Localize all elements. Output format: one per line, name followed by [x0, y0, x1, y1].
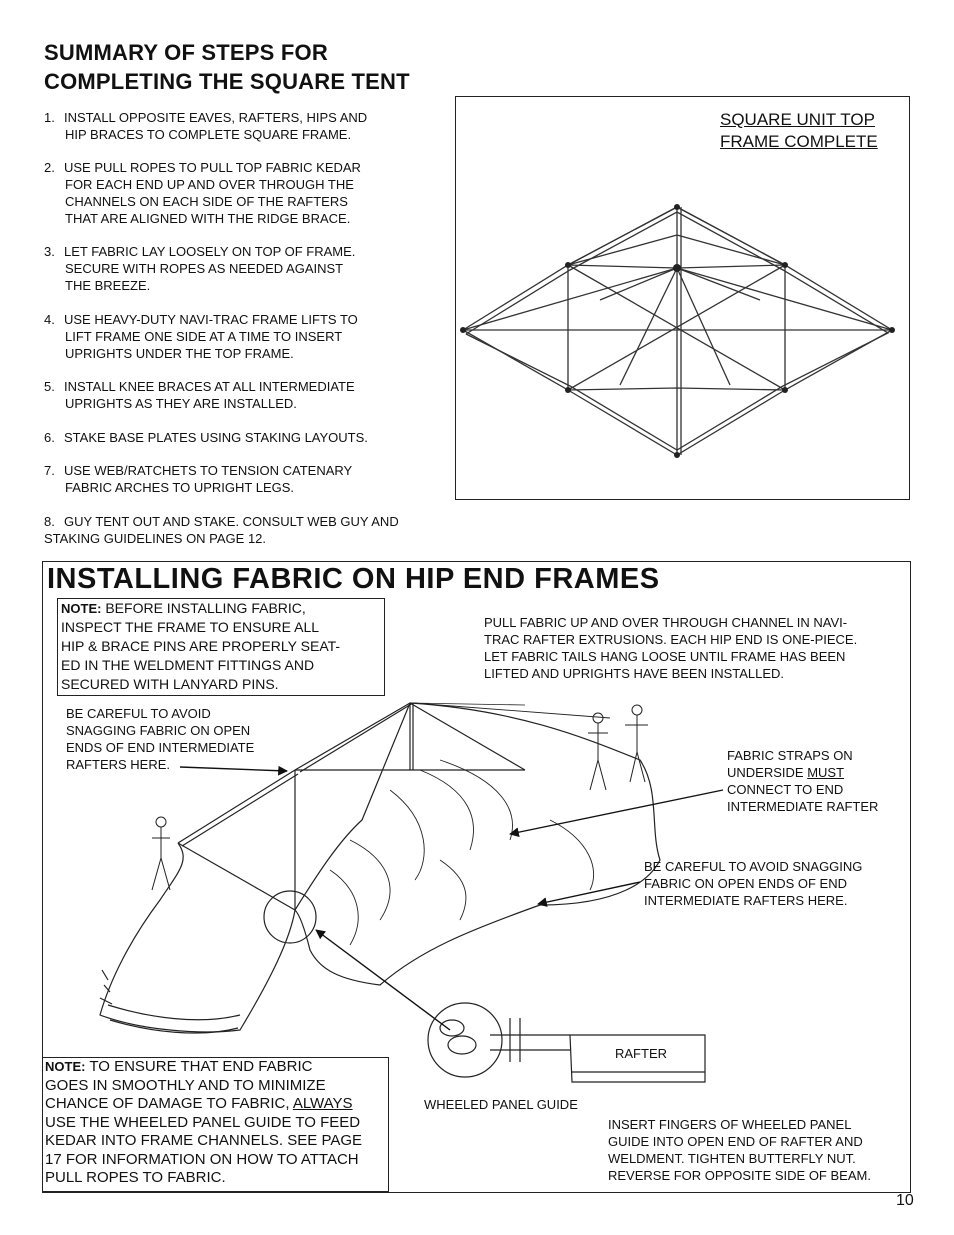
callout-text: INTERMEDIATE RAFTERS HERE.	[644, 893, 848, 908]
step-number: 6.	[44, 430, 55, 445]
note-text: CHANCE OF DAMAGE TO FABRIC,	[45, 1095, 293, 1112]
callout-careful-right: BE CAREFUL TO AVOID SNAGGING FABRIC ON O…	[644, 858, 862, 909]
step-text: FABRIC ARCHES TO UPRIGHT LEGS.	[65, 480, 295, 495]
step-1: 1. INSTALL OPPOSITE EAVES, RAFTERS, HIPS …	[44, 109, 454, 143]
callout-text: SNAGGING FABRIC ON OPEN	[66, 723, 251, 738]
arrow-straps	[509, 789, 724, 838]
step-number: 8.	[44, 514, 55, 529]
step-6: 6. STAKE BASE PLATES USING STAKING LAYOUT…	[44, 429, 454, 446]
step-number: 5.	[44, 379, 55, 394]
callout-careful-left: BE CAREFUL TO AVOID SNAGGING FABRIC ON O…	[66, 705, 254, 773]
step-8: 8. GUY TENT OUT AND STAKE. CONSULT WEB GU…	[44, 513, 464, 547]
callout-text: WELDMENT. TIGHTEN BUTTERFLY NUT.	[608, 1151, 856, 1166]
wheeled-panel-guide-label: WHEELED PANEL GUIDE	[424, 1097, 578, 1112]
step-text: STAKE BASE PLATES USING STAKING LAYOUTS.	[64, 430, 368, 445]
note-text: PULL ROPES TO FABRIC.	[45, 1169, 226, 1186]
step-7: 7. USE WEB/RATCHETS TO TENSION CATENARY F…	[44, 462, 454, 496]
note-emphasis: ALWAYS	[292, 1095, 353, 1112]
callout-fabric-straps: FABRIC STRAPS ON UNDERSIDE MUST CONNECT …	[727, 747, 878, 815]
callout-text: UNDERSIDE	[727, 765, 808, 780]
callout-text: LET FABRIC TAILS HANG LOOSE UNTIL FRAME …	[484, 649, 846, 664]
summary-title-line1: SUMMARY OF STEPS FOR	[44, 40, 328, 65]
step-number: 2.	[44, 160, 55, 175]
step-text: UPRIGHTS AS THEY ARE INSTALLED.	[65, 396, 297, 411]
step-text: LET FABRIC LAY LOOSELY ON TOP OF FRAME.	[64, 244, 356, 259]
caption-line: FRAME COMPLETE	[720, 132, 878, 151]
callout-arrows	[179, 765, 724, 1031]
step-2: 2. USE PULL ROPES TO PULL TOP FABRIC KEDA…	[44, 159, 454, 227]
note-inspect-frame: NOTE: BEFORE INSTALLING FABRIC, INSPECT …	[57, 598, 385, 696]
step-text: HIP BRACES TO COMPLETE SQUARE FRAME.	[65, 127, 352, 142]
callout-text: PULL FABRIC UP AND OVER THROUGH CHANNEL …	[484, 615, 848, 630]
caption-line: SQUARE UNIT TOP	[720, 110, 875, 129]
step-text: CHANNELS ON EACH SIDE OF THE RAFTERS	[65, 194, 348, 209]
callout-text: RAFTERS HERE.	[66, 757, 171, 772]
step-number: 1.	[44, 110, 55, 125]
hip-end-title: INSTALLING FABRIC ON HIP END FRAMES	[47, 563, 660, 595]
note-text: SECURED WITH LANYARD PINS.	[61, 676, 279, 692]
step-3: 3. LET FABRIC LAY LOOSELY ON TOP OF FRAME…	[44, 243, 454, 294]
callout-text: INTERMEDIATE RAFTER	[727, 799, 879, 814]
step-text: USE WEB/RATCHETS TO TENSION CATENARY	[64, 463, 353, 478]
callout-text: FABRIC STRAPS ON	[727, 748, 853, 763]
callout-emphasis: MUST	[807, 765, 845, 780]
step-text: INSTALL KNEE BRACES AT ALL INTERMEDIATE	[64, 379, 355, 394]
step-text: GUY TENT OUT AND STAKE. CONSULT WEB GUY …	[64, 514, 399, 529]
callout-text: ENDS OF END INTERMEDIATE	[66, 740, 255, 755]
callout-pull-fabric: PULL FABRIC UP AND OVER THROUGH CHANNEL …	[484, 614, 857, 682]
step-number: 4.	[44, 312, 55, 327]
arrow-careful-right	[537, 881, 641, 907]
callout-text: TRAC RAFTER EXTRUSIONS. EACH HIP END IS …	[484, 632, 858, 647]
step-4: 4. USE HEAVY-DUTY NAVI-TRAC FRAME LIFTS T…	[44, 311, 454, 362]
hip-end-section	[42, 561, 911, 1193]
note-text: 17 FOR INFORMATION ON HOW TO ATTACH	[45, 1150, 359, 1168]
note-text: HIP & BRACE PINS ARE PROPERLY SEAT-	[61, 638, 341, 654]
step-text: LIFT FRAME ONE SIDE AT A TIME TO INSERT	[65, 329, 343, 344]
callout-text: REVERSE FOR OPPOSITE SIDE OF BEAM.	[608, 1168, 871, 1183]
note-label: NOTE:	[45, 1059, 86, 1074]
summary-title: SUMMARY OF STEPS FOR COMPLETING THE SQUA…	[44, 38, 410, 96]
frame-joints	[460, 204, 895, 458]
step-number: 7.	[44, 463, 55, 478]
square-frame-panel	[455, 96, 910, 500]
square-frame-caption: SQUARE UNIT TOP FRAME COMPLETE	[720, 109, 878, 153]
note-text: ED IN THE WELDMENT FITTINGS AND	[61, 657, 315, 673]
step-text: THE BREEZE.	[65, 278, 151, 293]
note-text: USE THE WHEELED PANEL GUIDE TO FEED	[45, 1113, 361, 1131]
callout-text: BE CAREFUL TO AVOID SNAGGING	[644, 859, 863, 874]
note-text: INSPECT THE FRAME TO ENSURE ALL	[61, 619, 320, 635]
page-number: 10	[896, 1192, 914, 1209]
arrow-wheeled-guide	[315, 929, 451, 1031]
note-text: BEFORE INSTALLING FABRIC,	[101, 600, 306, 616]
step-text: FOR EACH END UP AND OVER THROUGH THE	[65, 177, 354, 192]
callout-text: BE CAREFUL TO AVOID	[66, 706, 211, 721]
step-text: SECURE WITH ROPES AS NEEDED AGAINST	[65, 261, 344, 276]
step-text: USE HEAVY-DUTY NAVI-TRAC FRAME LIFTS TO	[64, 312, 358, 327]
callout-text: CONNECT TO END	[727, 782, 844, 797]
rafter-label: RAFTER	[615, 1046, 667, 1061]
callout-text: LIFTED AND UPRIGHTS HAVE BEEN INSTALLED.	[484, 666, 785, 681]
note-text: TO ENSURE THAT END FABRIC	[85, 1058, 313, 1075]
square-frame-drawing	[462, 206, 894, 456]
callout-text: FABRIC ON OPEN ENDS OF END	[644, 876, 847, 891]
note-text: GOES IN SMOOTHLY AND TO MINIMIZE	[45, 1076, 326, 1094]
step-text: USE PULL ROPES TO PULL TOP FABRIC KEDAR	[64, 160, 361, 175]
callout-insert-fingers: INSERT FINGERS OF WHEELED PANEL GUIDE IN…	[608, 1116, 871, 1184]
step-text: STAKING GUIDELINES ON PAGE 12.	[44, 531, 267, 546]
step-text: THAT ARE ALIGNED WITH THE RIDGE BRACE.	[65, 211, 351, 226]
arrow-careful-left	[179, 765, 288, 776]
step-5: 5. INSTALL KNEE BRACES AT ALL INTERMEDIAT…	[44, 378, 454, 412]
callout-text: INSERT FINGERS OF WHEELED PANEL	[608, 1117, 852, 1132]
hip-frame-drawing	[99, 702, 706, 1083]
summary-title-line2: COMPLETING THE SQUARE TENT	[44, 69, 410, 94]
step-number: 3.	[44, 244, 55, 259]
step-text: UPRIGHTS UNDER THE TOP FRAME.	[65, 346, 294, 361]
step-text: INSTALL OPPOSITE EAVES, RAFTERS, HIPS AN…	[64, 110, 368, 125]
note-label: NOTE:	[61, 601, 102, 616]
callout-text: GUIDE INTO OPEN END OF RAFTER AND	[608, 1134, 863, 1149]
note-wheeled-guide: NOTE: TO ENSURE THAT END FABRIC GOES IN …	[42, 1057, 389, 1192]
note-text: KEDAR INTO FRAME CHANNELS. SEE PAGE	[45, 1132, 363, 1149]
